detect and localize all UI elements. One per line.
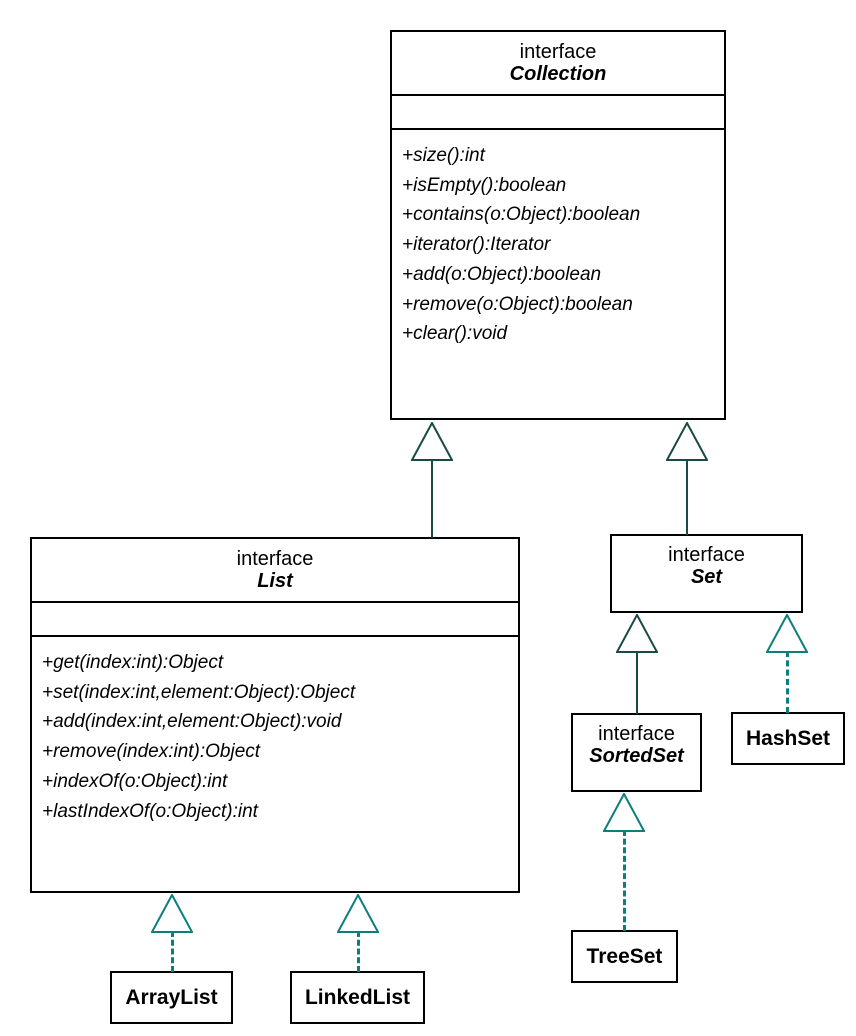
extends-triangle-icon	[666, 422, 708, 461]
extends-triangle-icon	[411, 422, 453, 461]
implements-line	[357, 931, 360, 972]
set-name: Set	[690, 566, 723, 589]
collection-stereotype: interface	[519, 41, 597, 63]
method-item: +add(o:Object):boolean	[402, 263, 602, 285]
class-box-treeset[interactable]: TreeSet	[571, 930, 678, 983]
extends-triangle-icon	[616, 614, 658, 653]
class-box-hashset[interactable]: HashSet	[731, 712, 845, 765]
method-item: +get(index:int):Object	[42, 651, 224, 673]
class-box-arraylist[interactable]: ArrayList	[110, 971, 233, 1024]
implements-line	[786, 651, 789, 713]
collection-attributes-compartment	[392, 93, 724, 128]
method-item: +add(index:int,element:Object):void	[42, 711, 342, 733]
list-stereotype: interface	[236, 548, 314, 570]
method-item: +isEmpty():boolean	[402, 174, 567, 196]
implements-triangle-icon	[603, 793, 645, 832]
extends-line	[431, 459, 433, 538]
class-box-list[interactable]: interface List +get(index:int):Object +s…	[30, 537, 520, 893]
arraylist-name: ArrayList	[125, 986, 218, 1009]
implements-triangle-icon	[151, 894, 193, 933]
implements-triangle-icon	[337, 894, 379, 933]
method-item: +size():int	[402, 144, 485, 166]
linkedlist-name: LinkedList	[304, 986, 410, 1009]
list-name: List	[257, 570, 293, 593]
method-item: +set(index:int,element:Object):Object	[42, 681, 356, 703]
implements-triangle-icon	[766, 614, 808, 653]
list-methods-compartment: +get(index:int):Object +set(index:int,el…	[32, 634, 518, 839]
class-box-linkedlist[interactable]: LinkedList	[290, 971, 425, 1024]
sortedset-stereotype: interface	[598, 723, 675, 745]
method-item: +remove(o:Object):boolean	[402, 293, 633, 315]
extends-line	[636, 651, 638, 714]
set-stereotype: interface	[668, 544, 745, 566]
collection-header: interface Collection	[392, 32, 724, 94]
extends-line	[686, 459, 688, 535]
method-item: +iterator():Iterator	[402, 234, 551, 256]
implements-line	[171, 931, 174, 972]
method-item: +lastIndexOf(o:Object):int	[42, 800, 258, 822]
list-attributes-compartment	[32, 600, 518, 635]
method-item: +indexOf(o:Object):int	[42, 770, 228, 792]
class-box-collection[interactable]: interface Collection +size():int +isEmpt…	[390, 30, 726, 420]
method-item: +clear():void	[402, 323, 508, 345]
method-item: +contains(o:Object):boolean	[402, 204, 641, 226]
collection-name: Collection	[509, 63, 607, 86]
class-box-set[interactable]: interface Set	[610, 534, 803, 613]
method-item: +remove(index:int):Object	[42, 741, 261, 763]
list-header: interface List	[32, 539, 518, 601]
hashset-name: HashSet	[745, 727, 831, 750]
implements-line	[623, 830, 626, 931]
treeset-name: TreeSet	[586, 945, 663, 968]
sortedset-name: SortedSet	[589, 745, 684, 768]
collection-methods-compartment: +size():int +isEmpty():boolean +contains…	[392, 127, 724, 362]
class-box-sortedset[interactable]: interface SortedSet	[571, 713, 702, 792]
